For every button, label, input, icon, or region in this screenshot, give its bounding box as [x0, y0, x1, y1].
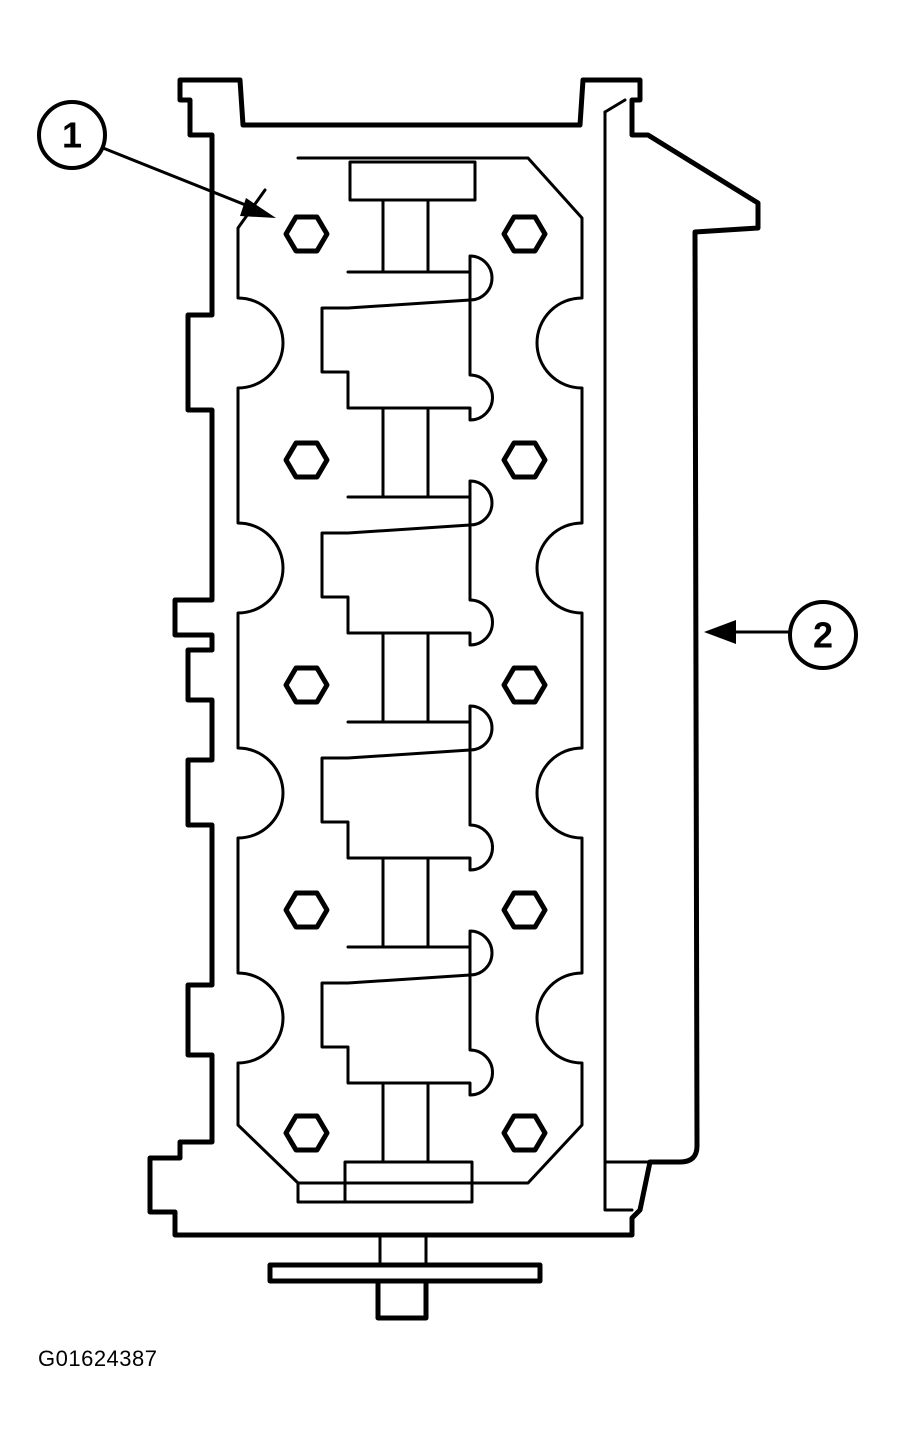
rocker-block-1 [320, 254, 494, 422]
svg-text:1: 1 [62, 115, 82, 156]
rear-cam-journal [343, 1160, 474, 1204]
front-cam-journal [348, 160, 477, 202]
gasket-surface-outline [236, 156, 584, 1185]
head-bolt [283, 214, 330, 254]
head-bolt [501, 1113, 548, 1153]
callout-2: 2 [704, 600, 858, 670]
head-bolt [283, 890, 330, 930]
camshaft [381, 198, 430, 1164]
cylinder-head-outline [147, 77, 761, 1238]
head-bolt [501, 214, 548, 254]
figure-id: G01624387 [38, 1346, 158, 1371]
callout-1: 1 [37, 100, 276, 218]
rocker-block-2 [320, 479, 494, 647]
intake-rail-top-tab [603, 98, 627, 114]
arrowhead-icon [704, 620, 736, 644]
camshaft-nose [267, 1233, 543, 1321]
head-bolt [501, 665, 548, 705]
intake-rail [603, 110, 634, 1212]
rocker-block-4 [320, 929, 494, 1097]
intake-rail-bottom-tab [603, 1160, 652, 1212]
svg-text:2: 2 [813, 615, 833, 656]
head-bolt [501, 890, 548, 930]
rear-journal-step [296, 1181, 347, 1204]
head-bolt [283, 665, 330, 705]
head-bolt [501, 440, 548, 480]
head-bolts [283, 214, 548, 1153]
rocker-block-3 [320, 704, 494, 872]
head-bolt [283, 1113, 330, 1153]
arrowhead-icon [240, 198, 276, 218]
head-bolt [283, 440, 330, 480]
